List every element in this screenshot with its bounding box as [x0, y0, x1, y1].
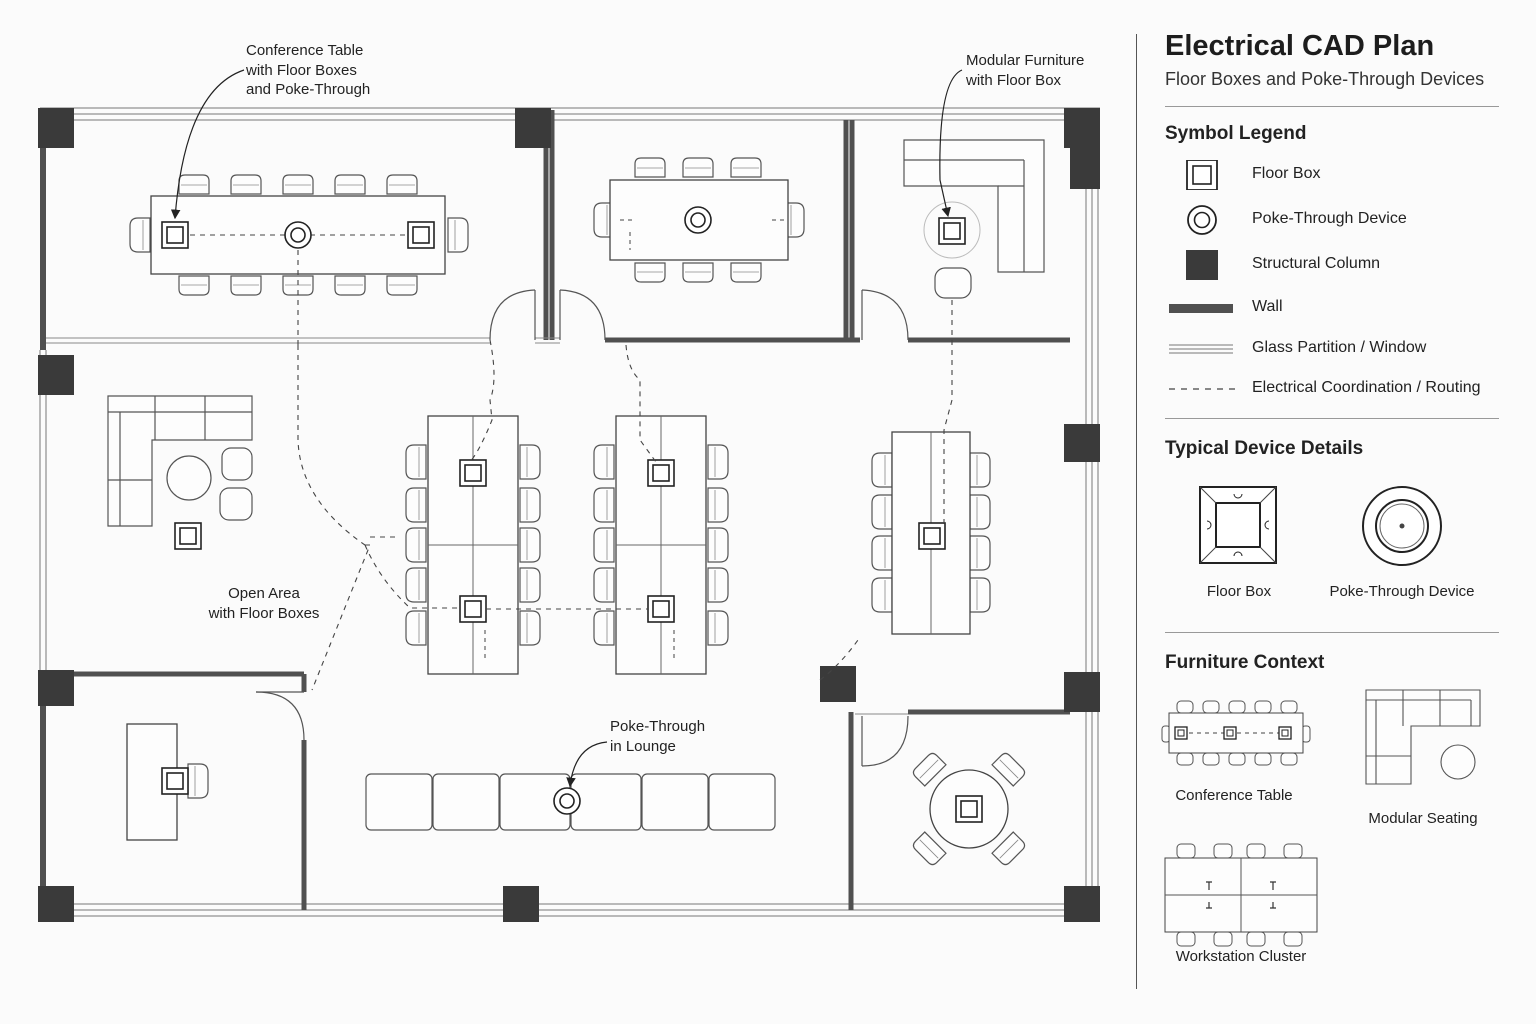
poke-through-detail-icon: [1362, 486, 1442, 566]
lounge-bench: [365, 773, 776, 831]
lounge-callout-label: Poke-Through in Lounge: [610, 718, 706, 755]
open-area-callout-label: Open Area with Floor Boxes: [208, 585, 320, 622]
workstation-cluster-thumbnail: [1164, 843, 1318, 947]
lounge-poke-through: [553, 787, 581, 815]
legend-label: Wall: [1252, 298, 1283, 315]
legend-label: Electrical Coordination / Routing: [1252, 379, 1481, 396]
legend-item-routing: Electrical Coordination / Routing: [1165, 374, 1505, 404]
furniture-heading: Furniture Context: [1165, 652, 1325, 673]
legend-item-floor-box: Floor Box: [1165, 160, 1505, 190]
divider: [1165, 106, 1499, 107]
conference-table-caption: Conference Table: [1175, 787, 1293, 804]
floor-plan: [38, 69, 1100, 922]
floor-box-detail-caption: Floor Box: [1206, 583, 1272, 600]
structural-columns: [38, 108, 1100, 922]
wall-icon: [1169, 304, 1233, 313]
meeting-table: [593, 157, 805, 283]
legend-item-poke-through: Poke-Through Device: [1165, 205, 1505, 235]
workstation-cluster-a: [405, 415, 541, 675]
legend-item-glass-partition: Glass Partition / Window: [1165, 334, 1505, 364]
lounge-floor-box: [174, 522, 202, 550]
divider: [1165, 632, 1499, 633]
legend-heading: Symbol Legend: [1165, 123, 1307, 144]
conference-table-thumbnail: [1161, 700, 1311, 766]
legend-label: Structural Column: [1252, 255, 1381, 272]
workstation-cluster-c: [871, 431, 991, 635]
page-title: Electrical CAD Plan: [1165, 30, 1435, 62]
legend-label: Floor Box: [1252, 165, 1321, 182]
legend-item-structural-column: Structural Column: [1165, 250, 1505, 280]
legend-item-wall: Wall: [1165, 293, 1505, 323]
callout-leaders: [170, 69, 963, 788]
lounge-sofa-corner: [107, 395, 253, 527]
poke-through-icon: [1187, 205, 1217, 235]
exterior-walls: [39, 107, 1100, 920]
legend-label: Glass Partition / Window: [1252, 339, 1427, 356]
divider: [1165, 418, 1499, 419]
modular-seating-thumbnail: [1365, 689, 1481, 785]
electrical-routing: [297, 250, 953, 691]
routing-line-icon: [1169, 388, 1235, 390]
glass-partition-icon: [1169, 344, 1233, 354]
page-subtitle: Floor Boxes and Poke-Through Devices: [1165, 69, 1485, 89]
poke-through-detail-caption: Poke-Through Device: [1329, 583, 1475, 600]
legend-label: Poke-Through Device: [1252, 210, 1407, 227]
modular-callout-label: Modular Furniture with Floor Box: [966, 52, 1085, 89]
floor-box-icon: [1186, 160, 1218, 190]
modular-floor-box: [923, 201, 981, 259]
conference-floor-box-east: [407, 221, 435, 249]
details-heading: Typical Device Details: [1165, 438, 1364, 459]
legend-sidebar: Electrical CAD Plan Floor Boxes and Poke…: [1136, 30, 1517, 989]
workstation-cluster-b: [593, 415, 729, 675]
conference-callout-label: Conference Table with Floor Boxes and Po…: [246, 42, 371, 98]
modular-seating-room: [903, 139, 1045, 299]
interior-walls: [43, 110, 1070, 910]
round-table: [910, 750, 1028, 868]
structural-column-icon: [1186, 250, 1218, 280]
conference-floor-box-west: [161, 221, 189, 249]
conference-poke-through: [284, 221, 312, 249]
private-office-desk: [126, 723, 209, 841]
workstation-cluster-caption: Workstation Cluster: [1175, 948, 1307, 965]
glass-partitions: [46, 337, 908, 715]
floor-box-detail-icon: [1199, 486, 1277, 564]
modular-seating-caption: Modular Seating: [1368, 810, 1478, 827]
doors: [255, 289, 909, 767]
